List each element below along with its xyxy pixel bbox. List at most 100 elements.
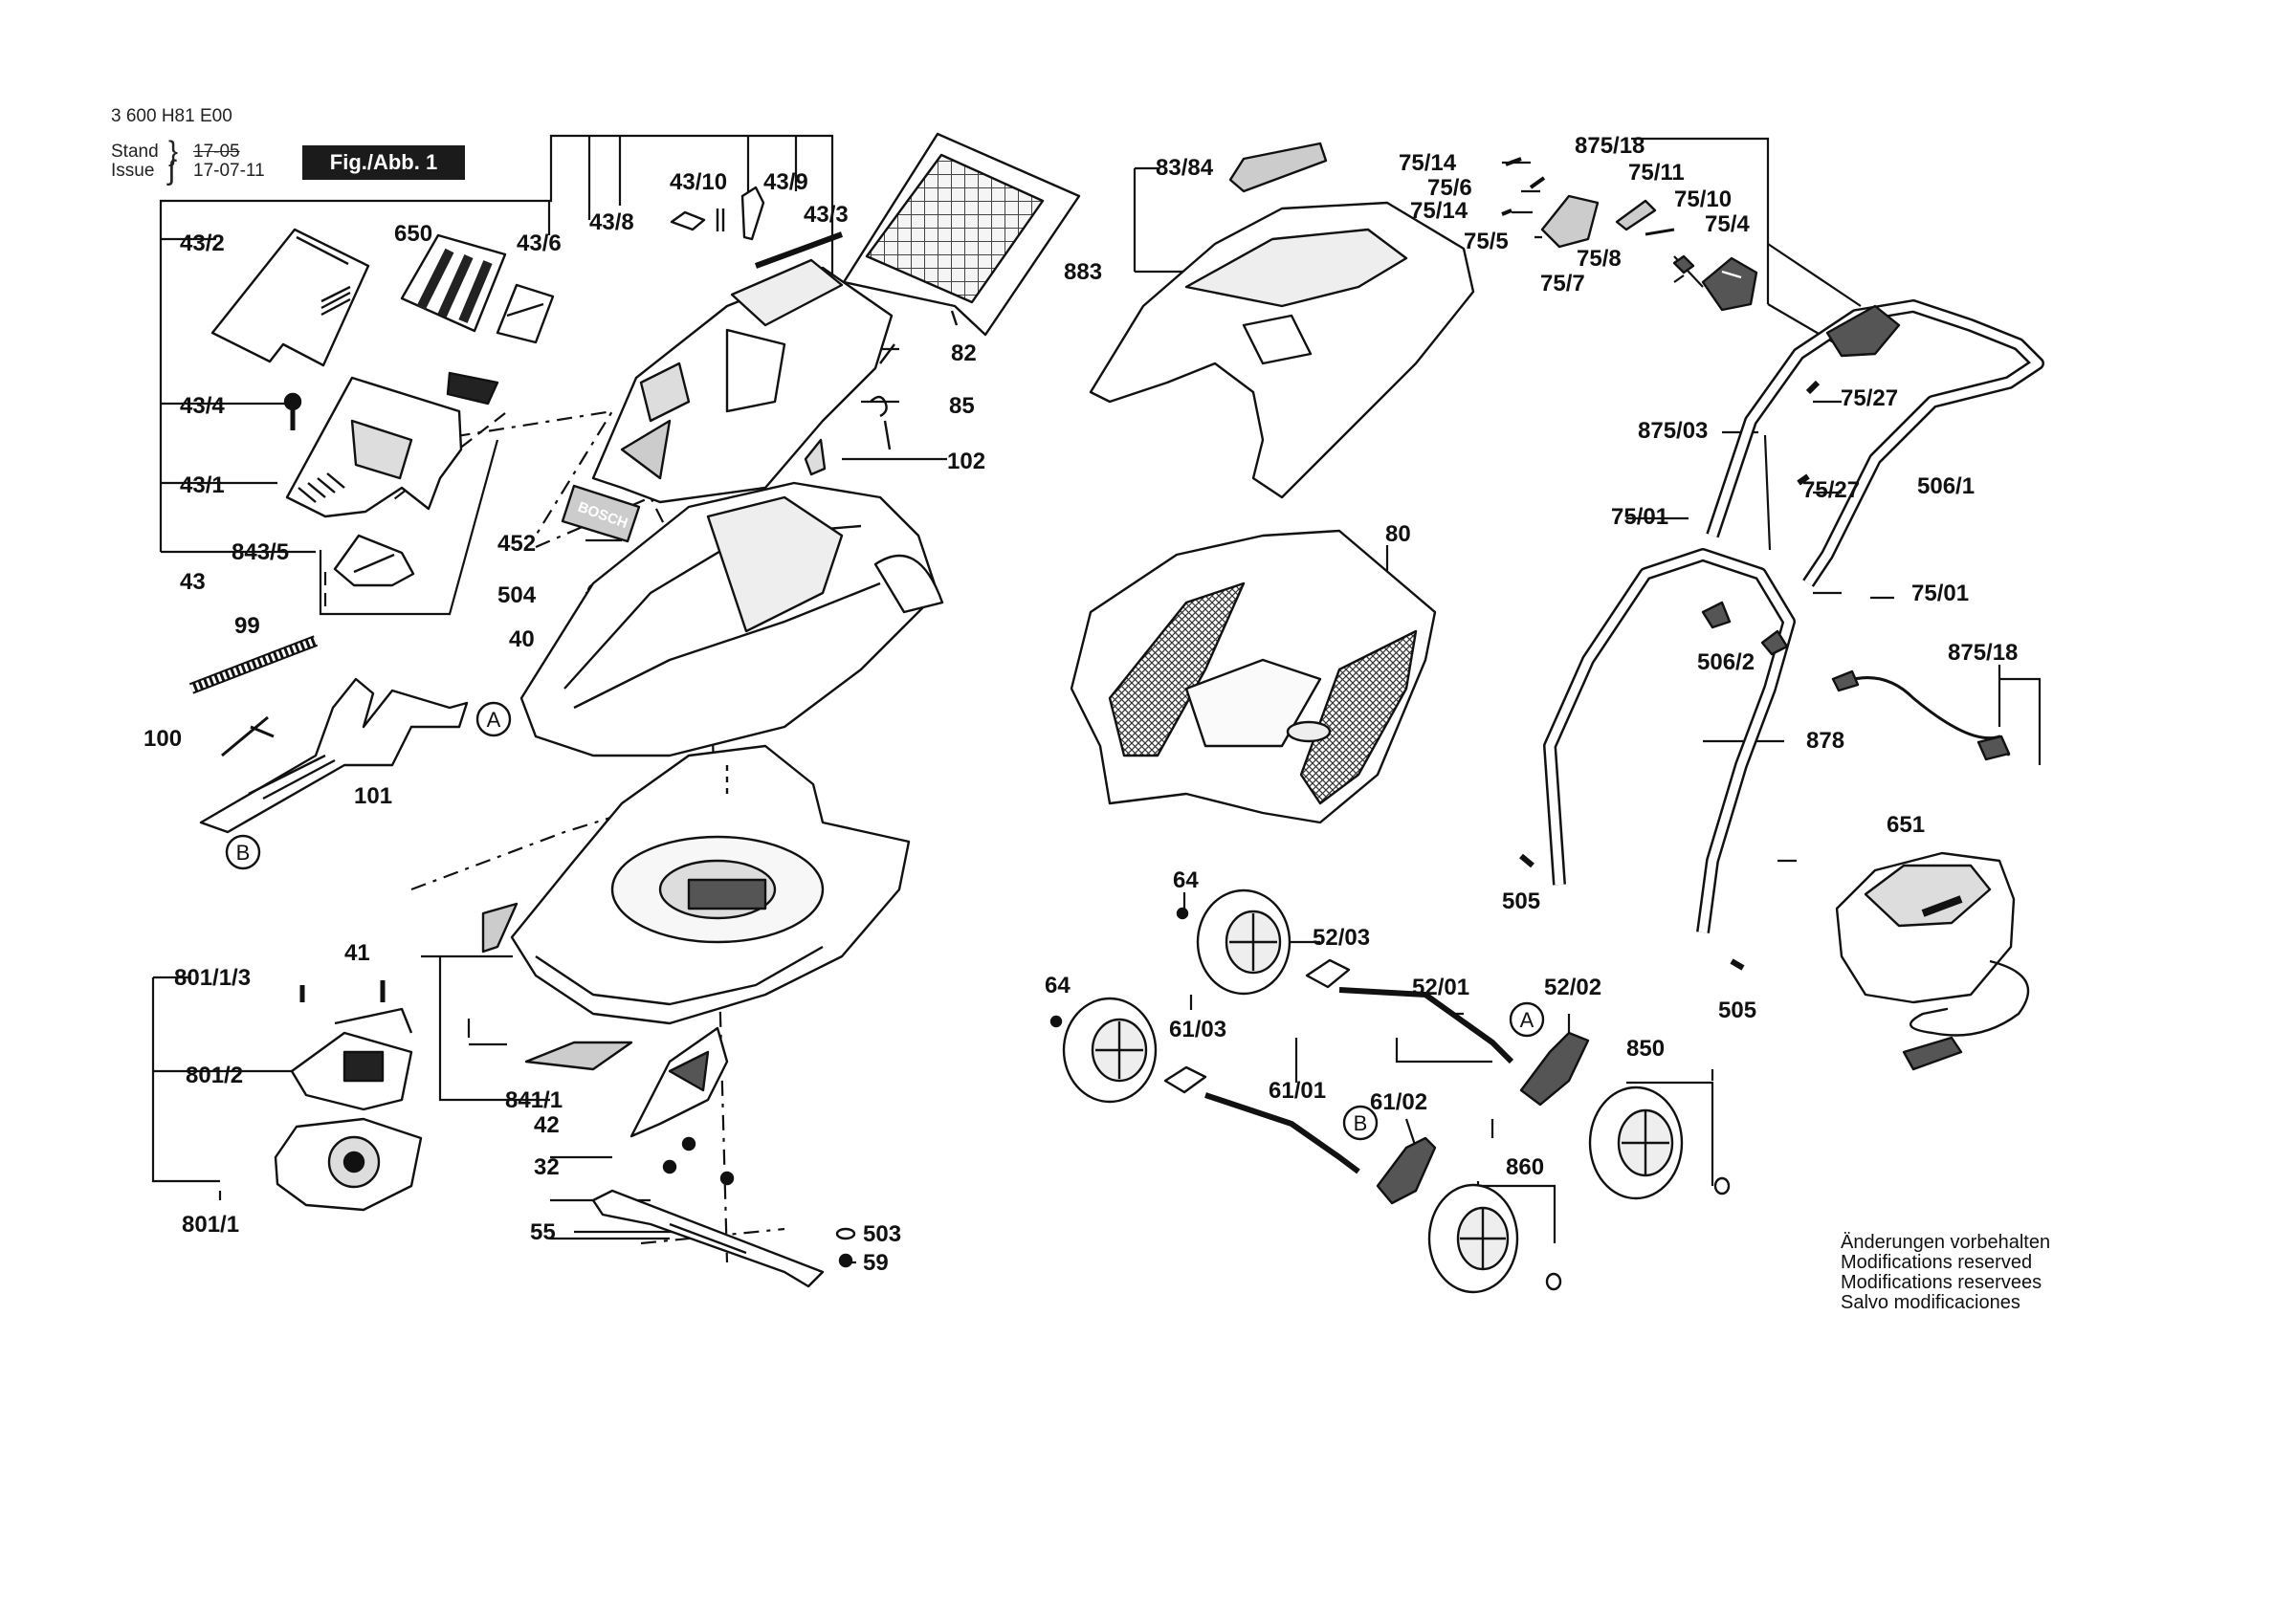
label-61-02: 61/02 [1370,1089,1427,1115]
screws-32 [662,1136,735,1186]
label-650: 650 [394,221,432,247]
washer-503 [835,1227,856,1240]
adjuster-52-02 [1519,1031,1590,1107]
note-en: Modifications reserved [1841,1252,2033,1273]
stand-label: Stand [111,142,159,162]
charger-651 [1835,851,2030,1071]
label-75-01: 506/1 [1917,473,1975,499]
label-505-left: 505 [1502,888,1540,914]
label-32: 32 [534,1154,560,1180]
battery-housing-part [285,371,499,518]
label-506-1-right: 75/01 [1911,581,1969,606]
screw-43-4 [283,392,302,430]
stand-brace: } [168,136,179,167]
handle-lower [1543,548,1796,933]
issue-brace: ʃ [168,155,175,186]
note-fr: Modifications reservees [1841,1272,2042,1293]
label-505-right: 505 [1718,998,1756,1023]
callout-b-left: B [225,834,261,870]
label-43-8: 43/8 [589,209,634,235]
battery-part [400,233,507,333]
label-99: 99 [234,613,260,639]
note-de: Änderungen vorbehalten [1841,1232,2051,1253]
label-75-8: 75/8 [1577,246,1622,272]
label-102: 102 [947,449,985,474]
label-75-27-top: 75/27 [1841,385,1898,411]
figure-label: Fig./Abb. 1 [302,145,465,180]
label-75-5: 75/5 [1464,229,1509,254]
wheel-64-upper [1196,888,1292,996]
top-cover-part [842,132,1081,337]
label-504: 504 [497,582,537,608]
spring-99 [188,635,319,694]
modification-notes: Änderungen vorbehalten Modifications res… [1841,1233,2050,1313]
label-878: 878 [1806,728,1844,754]
callout-a-left: A [475,701,512,737]
label-883: 883 [1064,259,1102,285]
label-801-1-3: 801/1/3 [174,965,251,991]
label-100: 100 [144,726,182,752]
part-number-labels: 43/10 43/9 43/8 43/3 43/2 650 43/6 43/4 … [144,133,2018,1276]
label-40: 40 [509,626,535,652]
axle-52-01 [1338,987,1514,1064]
callout-a-text-right: A [1520,1008,1534,1032]
label-75-7: 75/7 [1540,271,1585,296]
label-59: 59 [863,1250,889,1276]
switch-small-parts [670,186,765,241]
screws-505 [1519,853,1745,971]
label-41: 41 [344,940,370,966]
label-850: 850 [1626,1036,1665,1062]
label-75-4: 75/4 [1705,211,1750,237]
label-43-3: 43/3 [804,202,849,228]
label-801-1: 801/1 [182,1212,239,1238]
label-75-11: 75/11 [1628,160,1685,186]
label-83-84: 83/84 [1156,155,1214,181]
issue-date: 17-07-11 [193,161,265,181]
guard-42 [629,1026,729,1138]
label-75-10: 75/10 [1674,186,1732,212]
battery-cover-part [210,228,370,367]
label-860: 860 [1506,1154,1544,1180]
motor-part [274,1117,423,1212]
label-61-03: 61/03 [1169,1017,1226,1042]
grass-box [1070,529,1437,824]
label-875-03: 875/03 [1638,418,1708,444]
label-64-upper: 64 [1173,867,1199,893]
callout-b-text-left: B [236,841,251,865]
callout-b-right: B [1342,1105,1379,1141]
label-506-1-left: 75/01 [1611,504,1668,530]
label-452: 452 [497,531,536,557]
label-506-2: 506/2 [1697,649,1755,675]
wheel-64-lower [1062,997,1158,1104]
parts-artwork: BOSCH A [188,132,2044,1294]
callout-a-right: A [1509,1001,1545,1038]
issue-label: Issue [111,161,155,181]
label-43-1: 43/1 [180,472,225,498]
motor-screws [299,980,386,1002]
cable-875-18 [1831,669,2011,761]
label-875-18-right: 875/18 [1948,640,2018,666]
label-52-02: 52/02 [1544,975,1601,1000]
bushing-52-03 [1305,958,1351,989]
label-43-2: 43/2 [180,230,225,256]
deflector-41-1 [524,1041,633,1071]
axle-61-01 [1204,1092,1360,1174]
label-52-01: 52/01 [1412,975,1469,1000]
label-843-5: 843/5 [232,539,289,565]
label-43: 43 [180,569,206,595]
callout-b-text-right: B [1354,1111,1368,1135]
label-80: 80 [1385,521,1411,547]
label-42: 42 [534,1112,560,1138]
wheel-860 [1427,1183,1519,1294]
label-101: 101 [354,783,392,809]
spring-85 [870,343,895,450]
grip-83-84 [1228,142,1328,193]
bushing-61-03 [1163,1065,1207,1094]
label-75-6: 75/6 [1427,175,1472,201]
label-82: 82 [951,340,977,366]
label-75-14-top: 75/14 [1399,150,1457,176]
label-841-1: 841/1 [505,1087,563,1113]
grass-box-lid [1089,201,1475,499]
document-number: 3 600 H81 E00 [111,106,232,126]
